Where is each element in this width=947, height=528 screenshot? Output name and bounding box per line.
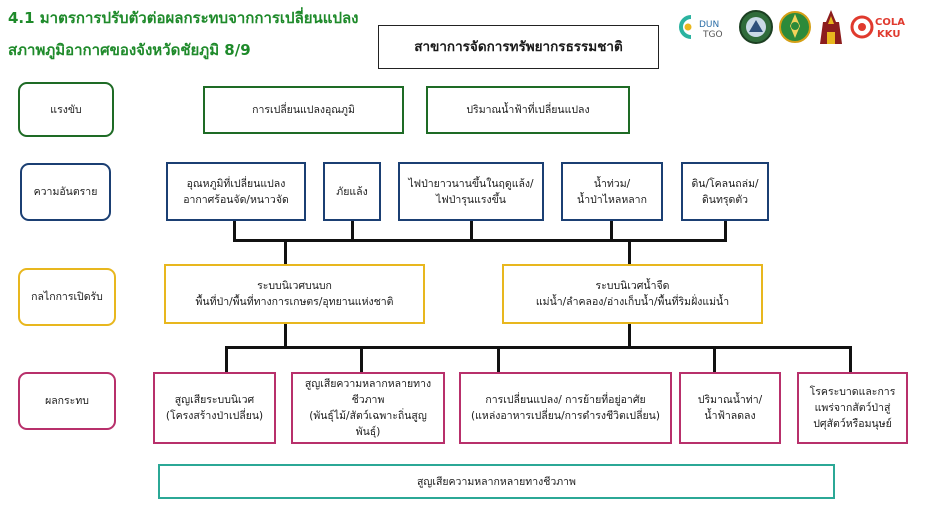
impact-box: สูญเสียระบบนิเวศ (โครงสร้างป่าเปลี่ยน) xyxy=(153,372,276,444)
connector-line xyxy=(233,221,236,241)
slide-title-line1: 4.1 มาตรการปรับตัวต่อผลกระทบจากการเปลี่ย… xyxy=(8,9,359,27)
driver-box: การเปลี่ยนแปลงอุณภูมิ xyxy=(203,86,404,134)
driver-box: ปริมาณน้ำฟ้าที่เปลี่ยนแปลง xyxy=(426,86,630,134)
impact-line: การเปลี่ยนแปลง/ การย้ายที่อยู่อาศัย xyxy=(485,394,646,406)
connector-line xyxy=(713,348,716,372)
hazard-box: ดิน/โคลนถล่ม/ ดินทรุดตัว xyxy=(681,162,769,221)
impact-box: สูญเสียความหลากหลายทาง ชีวภาพ (พันธุ์ไม้… xyxy=(291,372,445,444)
hazard-box: ภัยแล้ง xyxy=(323,162,381,221)
hazard-box: ไฟป่ายาวนานขึ้นในฤดูแล้ง/ ไฟป่ารุนแรงขึ้… xyxy=(398,162,544,221)
connector-line xyxy=(225,348,228,372)
connector-line xyxy=(284,241,287,265)
driver-text: ปริมาณน้ำฟ้าที่เปลี่ยนแปลง xyxy=(466,104,590,116)
impact-box: ปริมาณน้ำท่า/ น้ำฟ้าลดลง xyxy=(679,372,781,444)
impact-line: (พันธุ์ไม้/สัตว์เฉพาะถิ่นสูญพันธุ์) xyxy=(309,410,427,438)
exposure-line: แม่น้ำ/ลำคลอง/อ่างเก็บน้ำ/พื้นที่ริมฝั่ง… xyxy=(535,296,730,308)
impact-line: ปริมาณน้ำท่า/ xyxy=(697,394,763,406)
impact-box: โรคระบาดและการ แพร่จากสัตว์ป่าสู่ ปศุสัต… xyxy=(797,372,908,444)
hazard-line: ดิน/โคลนถล่ม/ xyxy=(691,177,759,190)
bottom-summary-box: สูญเสียความหลากหลายทางชีวภาพ xyxy=(158,464,835,499)
exposure-line: ระบบนิเวศน้ำจืด xyxy=(595,280,670,292)
impact-line: โรคระบาดและการ xyxy=(809,386,896,398)
cdun-tgo-logo: DUN TGO xyxy=(675,8,733,46)
tgo-text: TGO xyxy=(702,30,723,40)
connector-line xyxy=(360,348,363,372)
connector-line xyxy=(233,239,727,242)
impact-line: น้ำฟ้าลดลง xyxy=(704,410,756,422)
green-seal-logo xyxy=(778,8,812,46)
hazard-box: น้ำท่วม/ น้ำป่าไหลหลาก xyxy=(561,162,663,221)
impact-line: แพร่จากสัตว์ป่าสู่ xyxy=(814,402,891,414)
cola-kku-logo: COLA KKU xyxy=(850,8,912,46)
exposure-line: พื้นที่ป่า/พื้นที่ทางการเกษตร/อุทยานแห่ง… xyxy=(195,296,394,308)
connector-line xyxy=(497,348,500,372)
cola-text: COLA xyxy=(875,17,905,28)
hazard-line: อุณหภูมิที่เปลี่ยนแปลง xyxy=(186,177,286,190)
hazard-box: อุณหภูมิที่เปลี่ยนแปลง อากาศร้อนจัด/หนาว… xyxy=(166,162,306,221)
kku-text: KKU xyxy=(877,29,900,40)
connector-line xyxy=(849,348,852,372)
connector-line xyxy=(284,324,287,348)
impact-line: ปศุสัตว์หรือมนุษย์ xyxy=(813,418,892,430)
connector-line xyxy=(225,346,852,349)
connector-line xyxy=(724,221,727,241)
impact-line: สูญเสียความหลากหลายทาง xyxy=(304,378,432,390)
impact-line: (แหล่งอาหารเปลี่ยน/การดำรงชีวิตเปลี่ยน) xyxy=(471,410,660,422)
connector-line xyxy=(470,221,473,241)
connector-line xyxy=(351,221,354,241)
connector-line xyxy=(628,324,631,348)
row-label-impacts: ผลกระทบ xyxy=(18,372,116,430)
circle-emblem-logo xyxy=(738,8,774,46)
hazard-line: ดินทรุดตัว xyxy=(701,193,749,206)
hazard-line: น้ำป่าไหลหลาก xyxy=(577,193,647,206)
impact-box: การเปลี่ยนแปลง/ การย้ายที่อยู่อาศัย (แหล… xyxy=(459,372,672,444)
connector-line xyxy=(628,241,631,265)
exposure-box: ระบบนิเวศน้ำจืด แม่น้ำ/ลำคลอง/อ่างเก็บน้… xyxy=(502,264,763,324)
hazard-line: ไฟป่ารุนแรงขึ้น xyxy=(436,193,506,206)
row-label-drivers: แรงขับ xyxy=(18,82,114,137)
branch-title-box: สาขาการจัดการทรัพยากรธรรมชาติ xyxy=(378,25,659,69)
slide-title-line2: สภาพภูมิอากาศของจังหวัดชัยภูมิ 8/9 xyxy=(8,41,251,59)
impact-line: (โครงสร้างป่าเปลี่ยน) xyxy=(165,410,264,422)
temple-emblem-logo xyxy=(818,8,844,46)
driver-text: การเปลี่ยนแปลงอุณภูมิ xyxy=(252,104,355,116)
exposure-line: ระบบนิเวศบนบก xyxy=(257,280,332,292)
dun-text: DUN xyxy=(699,20,719,30)
hazard-line: ไฟป่ายาวนานขึ้นในฤดูแล้ง/ xyxy=(408,177,534,190)
connector-line xyxy=(610,221,613,241)
exposure-box: ระบบนิเวศบนบก พื้นที่ป่า/พื้นที่ทางการเก… xyxy=(164,264,425,324)
impact-line: สูญเสียระบบนิเวศ xyxy=(174,394,255,406)
row-label-hazards: ความอันตราย xyxy=(20,163,111,221)
row-label-exposure: กลไกการเปิดรับ xyxy=(18,268,116,326)
impact-line: ชีวภาพ xyxy=(351,394,385,406)
hazard-line: ภัยแล้ง xyxy=(336,185,368,198)
hazard-line: น้ำท่วม/ xyxy=(593,177,631,190)
bottom-summary-text: สูญเสียความหลากหลายทางชีวภาพ xyxy=(417,475,576,488)
hazard-line: อากาศร้อนจัด/หนาวจัด xyxy=(183,193,289,206)
